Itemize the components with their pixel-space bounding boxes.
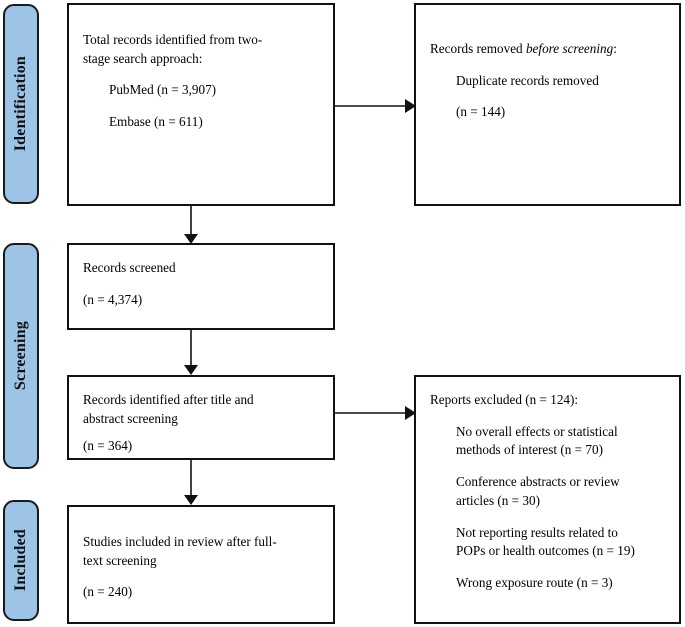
connector-title-abstract-to-excluded — [335, 402, 417, 424]
stage-label-screening-text: Screening — [12, 321, 29, 391]
records-removed-count: (n = 144) — [456, 104, 506, 120]
spacer — [430, 59, 665, 72]
box-records-removed-content: Records removed before screening: Duplic… — [416, 5, 679, 132]
box-studies-included-content: Studies included in review after full- t… — [69, 507, 333, 612]
connector-identified-to-screened — [180, 205, 202, 245]
spacer — [430, 410, 665, 423]
records-removed-reason: Duplicate records removed — [456, 72, 599, 88]
stage-label-screening: Screening — [3, 243, 39, 469]
box-reports-excluded-content: Reports excluded (n = 124): No overall e… — [416, 377, 679, 603]
spacer — [430, 561, 665, 574]
reports-excluded-reason-1-line-1: No overall effects or statistical — [456, 423, 618, 439]
box-records-screened-content: Records screened (n = 4,374) — [69, 245, 333, 319]
spacer — [430, 90, 665, 103]
box-records-identified: Total records identified from two- stage… — [67, 3, 335, 206]
records-screened-title: Records screened — [83, 260, 176, 275]
box-records-after-title-abstract: Records identified after title and abstr… — [67, 375, 335, 460]
reports-excluded-reason-3-line-2: POPs or health outcomes (n = 19) — [456, 543, 635, 559]
connector-title-abstract-to-included — [180, 459, 202, 506]
spacer — [430, 511, 665, 524]
records-removed-title-emphasis: before screening — [525, 41, 614, 56]
records-identified-title-line-2: stage search approach: — [83, 50, 203, 66]
records-identified-source-embase: Embase (n = 611) — [109, 114, 203, 130]
records-after-title-abstract-line-2: abstract screening — [83, 410, 178, 426]
stage-label-included-text: Included — [12, 529, 29, 592]
records-after-title-abstract-count: (n = 364) — [83, 438, 133, 454]
box-records-identified-content: Total records identified from two- stage… — [69, 5, 333, 142]
stage-label-identification-text: Identification — [12, 56, 29, 152]
records-after-title-abstract-line-1: Records identified after title and — [83, 392, 254, 407]
spacer — [430, 460, 665, 473]
reports-excluded-reason-3-line-1: Not reporting results related to — [456, 524, 618, 540]
box-records-after-title-abstract-content: Records identified after title and abstr… — [69, 377, 333, 466]
box-records-removed: Records removed before screening: Duplic… — [414, 3, 681, 206]
connector-identified-to-removed — [335, 95, 417, 117]
records-identified-source-pubmed: PubMed (n = 3,907) — [109, 82, 217, 98]
box-reports-excluded: Reports excluded (n = 124): No overall e… — [414, 375, 681, 624]
spacer — [83, 100, 319, 113]
records-removed-title: Records removed before screening: — [430, 40, 665, 59]
spacer — [83, 278, 319, 291]
records-screened-count: (n = 4,374) — [83, 291, 143, 307]
stage-label-identification: Identification — [3, 4, 39, 204]
box-studies-included: Studies included in review after full- t… — [67, 505, 335, 624]
studies-included-count: (n = 240) — [83, 584, 133, 600]
studies-included-line-1: Studies included in review after full- — [83, 534, 277, 549]
connector-screened-to-title-abstract — [180, 329, 202, 376]
box-records-screened: Records screened (n = 4,374) — [67, 243, 335, 330]
reports-excluded-reason-4-line-1: Wrong exposure route (n = 3) — [456, 575, 613, 591]
stage-label-included: Included — [3, 500, 39, 621]
spacer — [83, 68, 319, 81]
records-removed-title-prefix: Records removed — [430, 41, 526, 56]
spacer — [83, 428, 319, 437]
reports-excluded-reason-1-line-2: methods of interest (n = 70) — [456, 442, 603, 458]
reports-excluded-reason-2-line-1: Conference abstracts or review — [456, 474, 620, 490]
spacer — [83, 570, 319, 583]
records-removed-title-suffix: : — [613, 41, 617, 56]
records-identified-title-line-1: Total records identified from two- — [83, 32, 263, 47]
reports-excluded-title: Reports excluded (n = 124): — [430, 392, 579, 407]
reports-excluded-reason-2-line-2: articles (n = 30) — [456, 492, 540, 508]
spacer — [430, 31, 665, 40]
studies-included-line-2: text screening — [83, 552, 157, 568]
